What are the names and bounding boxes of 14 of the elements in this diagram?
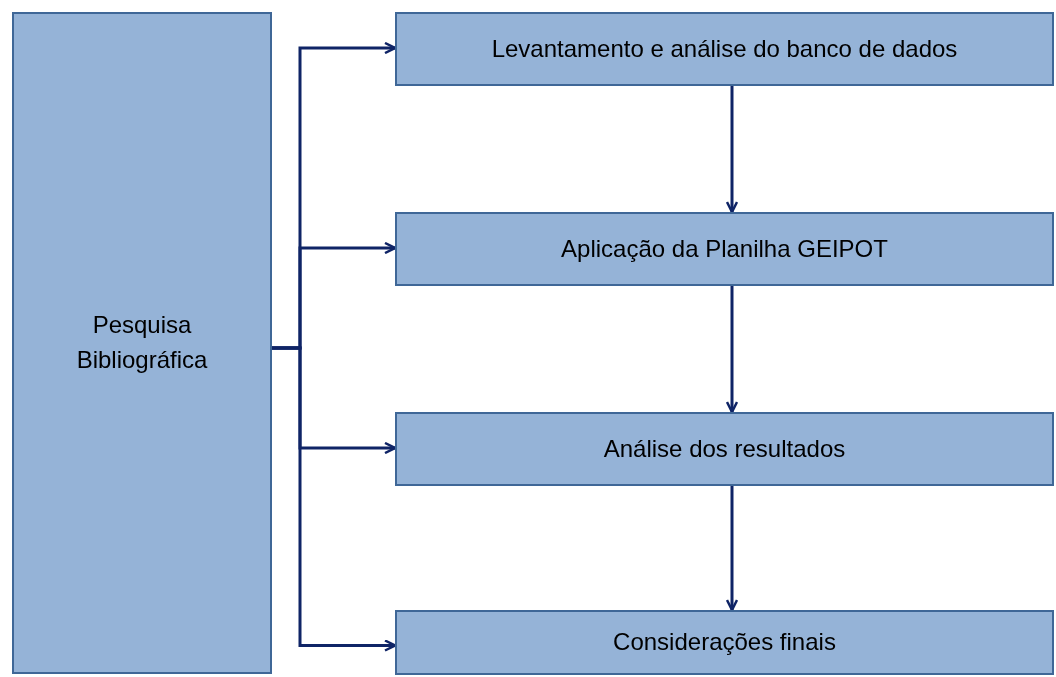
process-box: [395, 212, 1054, 286]
process-box: [395, 12, 1054, 86]
box-label: Pesquisa Bibliográfica: [75, 310, 209, 375]
arrow: [725, 286, 739, 414]
process-box: [12, 12, 272, 674]
arrow: [725, 486, 739, 612]
process-box: [395, 610, 1054, 675]
box-label: Levantamento e análise do banco de dados: [491, 33, 958, 64]
box-label: Considerações finais: [613, 627, 836, 658]
box-label: Análise dos resultados: [603, 433, 846, 464]
process-box: [395, 412, 1054, 486]
box-label: Aplicação da Planilha GEIPOT: [561, 233, 888, 264]
arrow: [272, 346, 397, 652]
arrow: [725, 86, 739, 214]
